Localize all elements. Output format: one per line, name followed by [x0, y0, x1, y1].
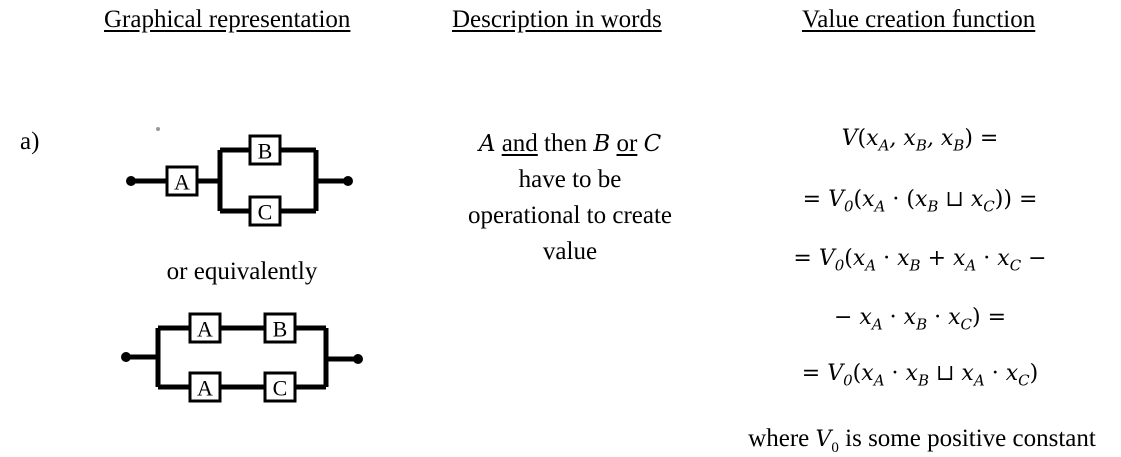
top-block-b-label: B	[273, 317, 288, 342]
footnote-var: V	[815, 427, 832, 452]
description-line-2: have to be	[518, 166, 622, 193]
then-word: then	[537, 130, 594, 157]
equation-line: = V0(xA · (xB ⊔ xC)) =	[802, 187, 1038, 216]
equation-line: = V0(xA · xB + xA · xC −	[793, 246, 1047, 275]
equation-line: − xA · xB · xC) =	[833, 305, 1007, 334]
equation-line: V(xA, xB, xB) =	[841, 126, 999, 155]
output-terminal	[343, 176, 353, 186]
block-b-label: B	[258, 139, 273, 164]
footnote-suffix: is some positive constant	[838, 425, 1096, 452]
row-label: a)	[20, 128, 40, 155]
or-word: or	[616, 130, 638, 157]
header-description-in-words: Description in words	[452, 6, 662, 33]
description-line-1: A and then B or C	[440, 126, 700, 162]
block-c-label: C	[258, 200, 273, 225]
description-line-4: value	[542, 238, 598, 265]
top-block-b	[263, 312, 297, 344]
var-b: B	[593, 131, 611, 157]
bottom-block-c-label: C	[273, 376, 288, 401]
bottom-block-a	[188, 371, 222, 403]
block-b	[248, 134, 282, 166]
output-terminal	[353, 354, 363, 364]
header-graphical-representation: Graphical representation	[104, 6, 351, 33]
and-word: and	[501, 130, 538, 157]
description-line-3: operational to create	[467, 202, 673, 229]
series-parallel-diagram: A B C	[126, 127, 353, 227]
constant-footnote: where V0 is some positive constant	[722, 425, 1121, 457]
footnote-sub: 0	[831, 440, 839, 456]
top-block-a-label: A	[197, 317, 213, 342]
var-a: A	[478, 131, 496, 157]
block-a-label: A	[174, 170, 190, 195]
or-equivalently-label: or equivalently	[166, 258, 318, 285]
header-value-creation-function: Value creation function	[802, 6, 1036, 33]
parallel-series-diagram: A B A C	[121, 312, 363, 403]
description-text: A and then B or C have to be operational…	[440, 126, 700, 270]
stray-mark	[156, 127, 160, 131]
bottom-block-a-label: A	[197, 376, 213, 401]
top-block-a	[188, 312, 222, 344]
footnote-prefix: where	[748, 425, 816, 452]
var-c: C	[643, 131, 662, 157]
equation-line: = V0(xA · xB ⊔ xA · xC)	[801, 361, 1039, 390]
